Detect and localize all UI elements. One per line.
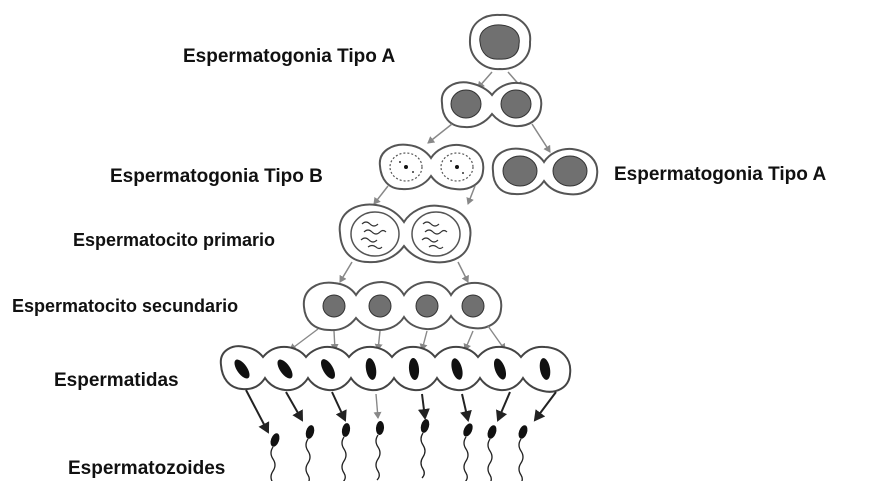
arrow <box>376 394 378 418</box>
arrow <box>422 394 425 418</box>
nucleus <box>503 156 537 186</box>
spermatozoon <box>486 424 498 481</box>
spermatozoon-tail <box>342 437 346 481</box>
spermatogonia-a-right-pair <box>493 149 597 195</box>
spermatozoon-head <box>419 418 430 434</box>
spermatozoon <box>304 424 315 481</box>
spermatozoon <box>341 422 351 481</box>
spermatozoa-group <box>269 418 529 481</box>
primary-spermatocyte-pair <box>340 205 471 263</box>
spermatozoon <box>375 421 384 480</box>
arrow <box>246 390 268 432</box>
spermatozoon-tail <box>271 447 275 481</box>
label-spermatogonia-a-top: Espermatogonia Tipo A <box>183 46 395 67</box>
spermatozoon <box>269 432 281 481</box>
spermatogonia-a-stem-cell <box>470 15 530 69</box>
spermatozoon-head <box>304 424 315 440</box>
label-secondary-spermatocyte: Espermatocito secundario <box>12 296 238 316</box>
spermatozoon-tail <box>421 433 425 478</box>
spermatozoon-tail <box>376 435 380 480</box>
spermatozoon <box>419 418 430 478</box>
spermatozoon-head <box>461 422 474 438</box>
arrow <box>332 392 345 420</box>
spermatozoon-head <box>486 424 498 440</box>
arrow <box>535 392 556 420</box>
arrow <box>286 392 302 420</box>
arrow <box>428 124 452 143</box>
label-spermatids: Espermatidas <box>54 370 179 391</box>
arrow <box>462 394 468 420</box>
spermatozoon <box>517 424 529 481</box>
label-spermatogonia-b: Espermatogonia Tipo B <box>110 166 323 187</box>
spermatozoon-tail <box>306 439 310 481</box>
arrow <box>465 331 473 350</box>
arrow <box>374 186 388 204</box>
secondary-spermatocyte-nucleus <box>369 295 391 317</box>
arrow <box>422 331 427 350</box>
nucleus <box>451 90 481 118</box>
spermatid-chain <box>221 346 570 392</box>
arrow <box>498 392 510 420</box>
arrow <box>458 262 468 282</box>
label-spermatogonia-a-right: Espermatogonia Tipo A <box>614 164 826 185</box>
label-spermatozoa: Espermatozoides <box>68 458 225 479</box>
arrow <box>290 329 318 350</box>
spermatozoon-tail <box>488 439 492 481</box>
nucleus <box>501 90 531 118</box>
spermatogonia-a-pair <box>442 82 541 127</box>
spermatogonia-b-pair <box>380 145 483 190</box>
spermatozoon-head <box>517 424 529 440</box>
spermatozoon <box>461 422 474 481</box>
secondary-spermatocyte-nucleus <box>416 295 438 317</box>
spermatid-to-spermatozoa-arrows <box>246 390 556 432</box>
spermatozoon-tail <box>464 437 468 481</box>
arrow <box>340 262 352 282</box>
label-primary-spermatocyte: Espermatocito primario <box>73 230 275 250</box>
spermatozoon-head <box>341 422 351 437</box>
arrow <box>532 124 550 152</box>
spermatozoon-head <box>375 421 384 436</box>
secondary-spermatocyte-nucleus <box>462 295 484 317</box>
spermatozoon-tail <box>519 439 523 481</box>
spermatozoon-head <box>269 432 281 448</box>
nucleus <box>553 156 587 186</box>
secondary-spermatocyte-nucleus <box>323 295 345 317</box>
